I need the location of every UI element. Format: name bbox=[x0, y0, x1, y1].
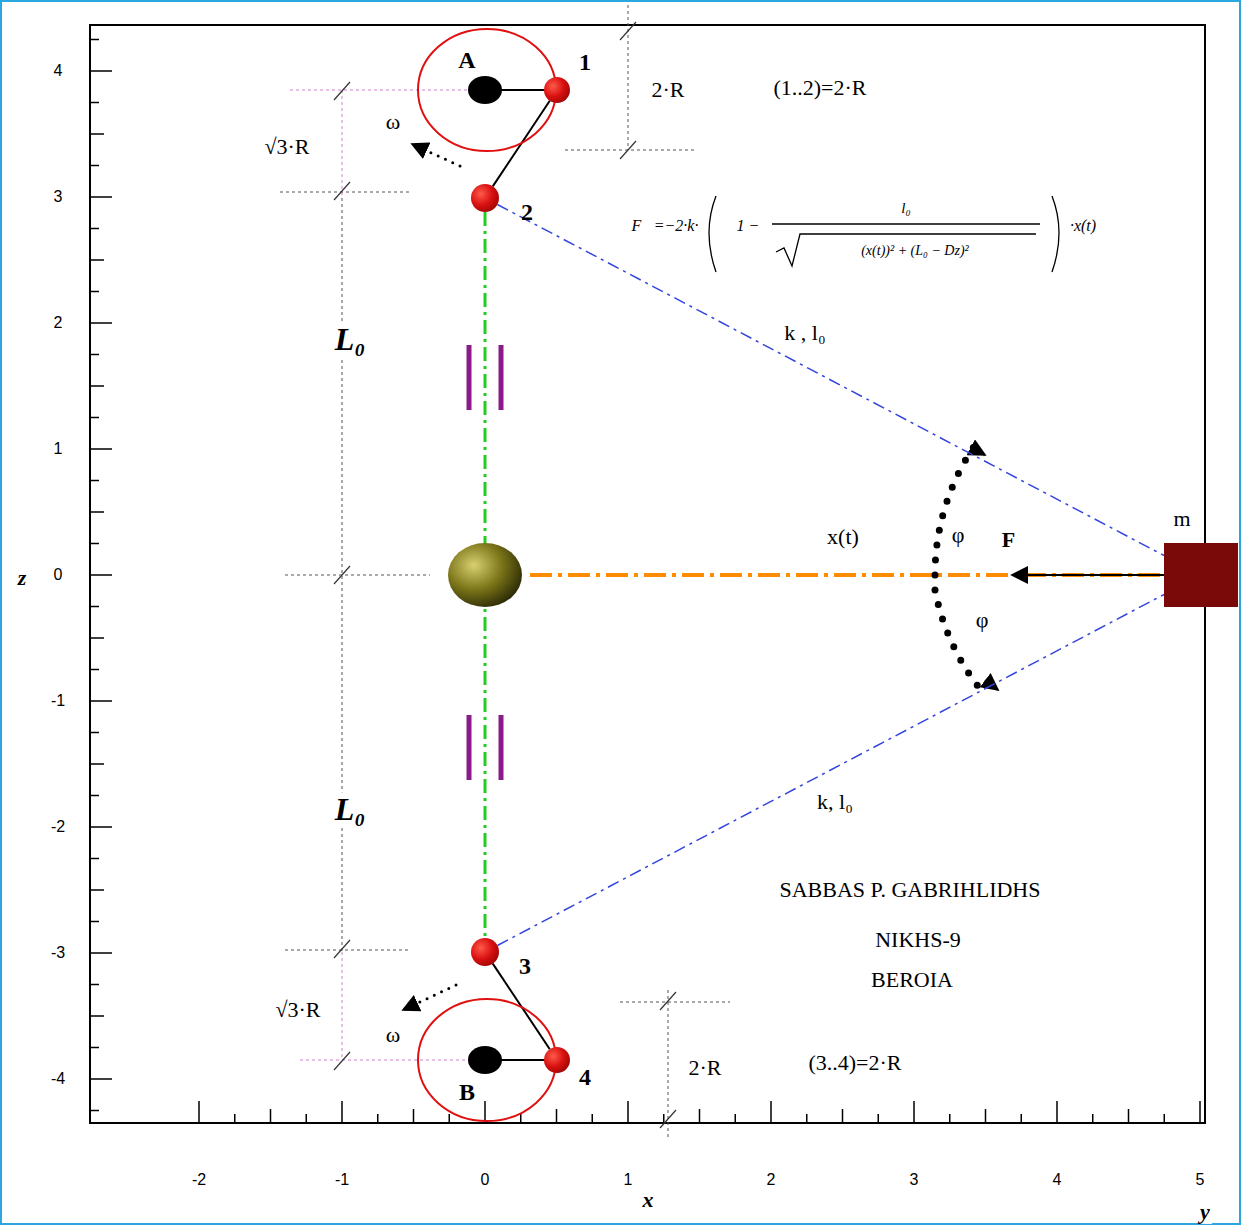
rotor-outline bbox=[417, 28, 557, 152]
angle-arc bbox=[935, 445, 975, 575]
node-label: 1 bbox=[579, 49, 591, 75]
tick-label: 4 bbox=[1051, 1171, 1064, 1189]
plot-frame bbox=[90, 25, 1205, 1123]
spring-label: k, l₀ bbox=[815, 790, 855, 814]
author-note: NIKHS-9 bbox=[873, 928, 963, 952]
angle-arrow bbox=[972, 448, 985, 455]
formula-label: F⃗ bbox=[1000, 528, 1035, 552]
spring bbox=[497, 594, 1164, 945]
axis-label: x bbox=[641, 1188, 656, 1212]
author-note: BEROIA bbox=[869, 968, 955, 992]
formula-label: L₀ bbox=[333, 322, 368, 357]
node-label: B bbox=[459, 1079, 475, 1105]
formula-label: ω bbox=[384, 110, 402, 134]
rotation-arrow bbox=[403, 985, 456, 1010]
formula-label: φ bbox=[950, 523, 967, 547]
formula-label: φ bbox=[974, 608, 991, 632]
formula-label: 2·R bbox=[650, 78, 687, 102]
tick-label: 3 bbox=[908, 1171, 921, 1189]
formula-label: ·x(t) bbox=[1068, 217, 1098, 235]
tick-label: 0 bbox=[52, 566, 65, 584]
formula-label: √3·R bbox=[262, 135, 311, 159]
node-label: A bbox=[458, 47, 475, 73]
rotor-circle: A bbox=[417, 28, 557, 152]
axis-label: z bbox=[16, 566, 29, 590]
axis-ticks bbox=[90, 40, 1200, 1124]
formula-label: 1 − bbox=[735, 217, 762, 235]
tick-label: -1 bbox=[49, 692, 67, 710]
tick-label: 4 bbox=[52, 62, 65, 80]
formula-label: 2·R bbox=[687, 1056, 724, 1080]
tick-label: 1 bbox=[52, 440, 65, 458]
point-mass: 3 bbox=[471, 938, 499, 966]
tick-label: 0 bbox=[479, 1171, 492, 1189]
tick-label: 5 bbox=[1194, 1171, 1207, 1189]
formula-label: √3·R bbox=[273, 998, 322, 1022]
point-mass: 4 bbox=[544, 1047, 570, 1073]
tick-label: 1 bbox=[622, 1171, 635, 1189]
angle-arc bbox=[935, 590, 985, 695]
formula-label: l₀ bbox=[899, 200, 912, 217]
tick-label: -1 bbox=[333, 1171, 351, 1189]
tick-label: -3 bbox=[49, 944, 67, 962]
node-label: 2 bbox=[521, 199, 533, 225]
tick-label: 2 bbox=[52, 314, 65, 332]
node-label: m bbox=[1173, 507, 1190, 531]
central-mass bbox=[448, 543, 522, 607]
spring bbox=[497, 205, 1164, 556]
node-label: 3 bbox=[519, 953, 531, 979]
tick-label: -2 bbox=[190, 1171, 208, 1189]
formula-label: (x(t))² + (L₀ − Dz)² bbox=[859, 243, 971, 258]
formula-label: x(t) bbox=[825, 525, 861, 549]
axis-label: y bbox=[1198, 1200, 1212, 1224]
oscillating-mass: m bbox=[1164, 543, 1238, 607]
tick-label: 2 bbox=[765, 1171, 778, 1189]
point-mass: 1 bbox=[544, 77, 570, 103]
spring-label: k , l₀ bbox=[782, 321, 827, 345]
rotation-arrow bbox=[412, 144, 460, 166]
formula-label: (3..4)=2·R bbox=[806, 1051, 903, 1075]
formula-label: (1..2)=2·R bbox=[771, 76, 868, 100]
node-label: 4 bbox=[579, 1064, 591, 1090]
tick-label: -4 bbox=[49, 1070, 67, 1088]
tick-label: 3 bbox=[52, 188, 65, 206]
point-mass: 2 bbox=[471, 184, 499, 212]
rotor-outline bbox=[417, 998, 557, 1122]
formula-label: L₀ bbox=[333, 792, 368, 827]
author-note: SABBAS P. GABRIHLIDHS bbox=[777, 878, 1042, 902]
formula-label: ω bbox=[384, 1023, 402, 1047]
formula-label: F⃗=−2·k· bbox=[630, 217, 701, 235]
dimension-lines bbox=[280, 5, 730, 1140]
rotor-circle: B bbox=[417, 998, 557, 1122]
formula-strokes bbox=[709, 196, 1059, 272]
tick-label: -2 bbox=[49, 818, 67, 836]
